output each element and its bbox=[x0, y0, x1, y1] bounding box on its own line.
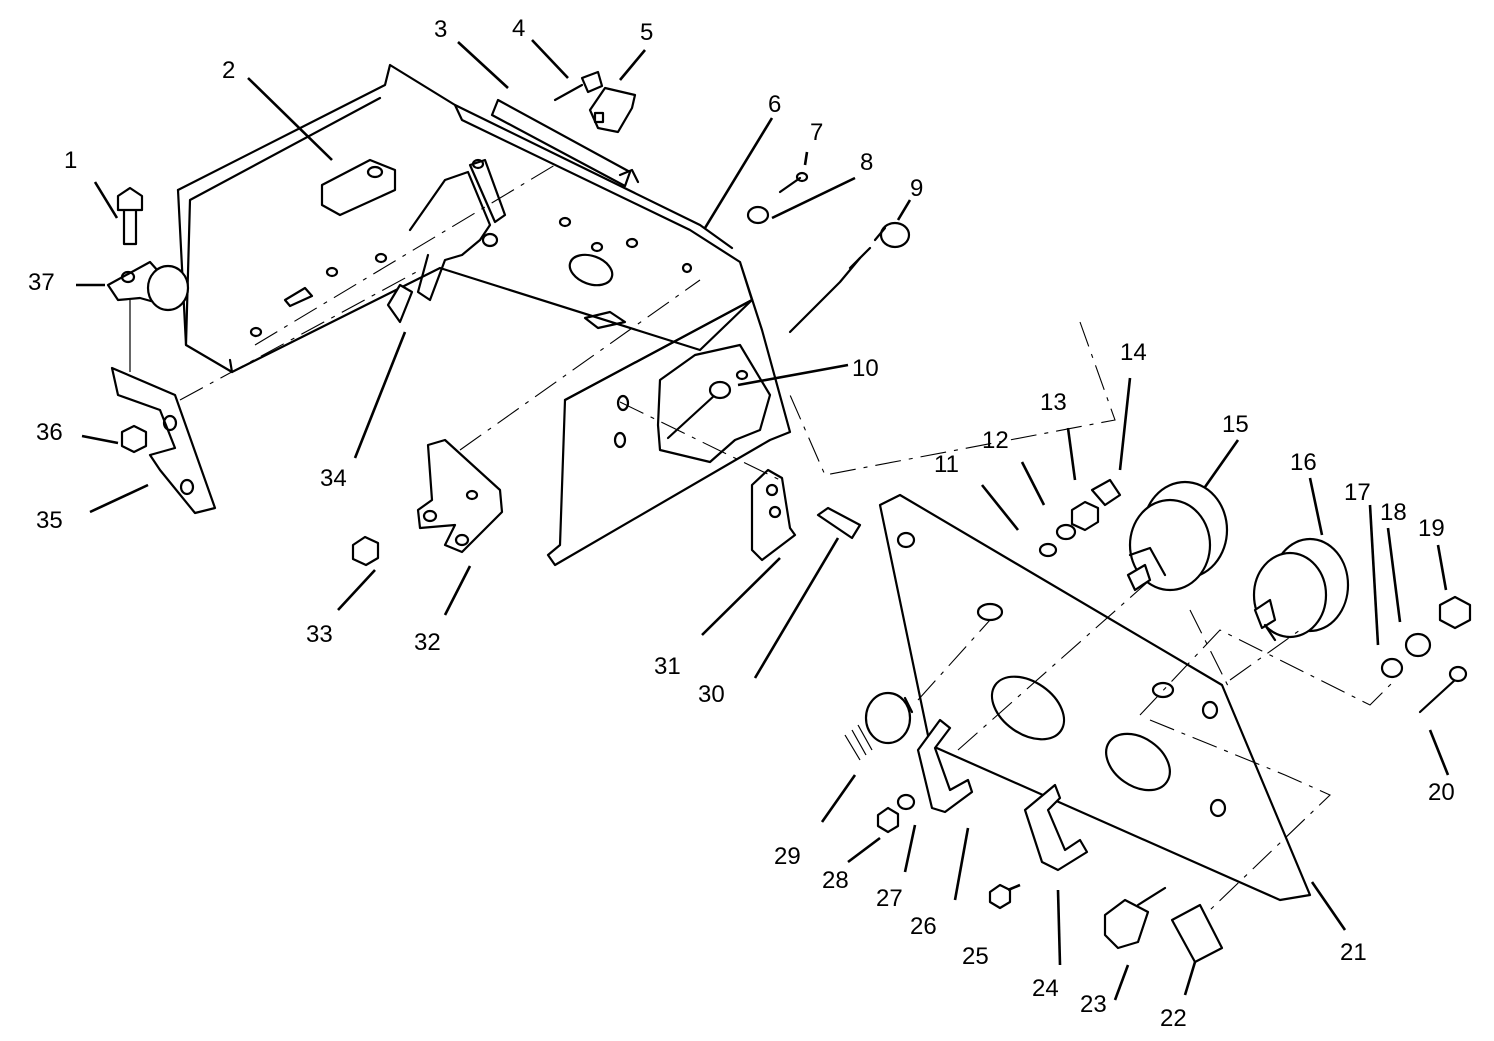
leader-lines bbox=[76, 39, 1450, 1001]
callout-12: 12 bbox=[982, 427, 1009, 454]
nut-part-33 bbox=[351, 535, 380, 567]
callout-8: 8 bbox=[860, 149, 873, 176]
callout-37: 37 bbox=[28, 269, 55, 296]
washer-part-27 bbox=[896, 793, 916, 811]
callout-27: 27 bbox=[876, 885, 903, 912]
alignment-lines bbox=[129, 161, 1396, 911]
callout-26: 26 bbox=[910, 913, 937, 940]
switch-part-23 bbox=[1103, 886, 1167, 950]
washer-part-17 bbox=[1380, 657, 1404, 679]
gauge-part-16 bbox=[1252, 537, 1350, 642]
bracket-part-26 bbox=[916, 718, 974, 814]
callout-11: 11 bbox=[934, 451, 959, 478]
callout-35: 35 bbox=[36, 507, 63, 534]
callout-10: 10 bbox=[852, 355, 879, 382]
callout-30: 30 bbox=[698, 681, 725, 708]
washer-part-11 bbox=[1038, 542, 1058, 558]
knob-part-5 bbox=[588, 86, 637, 134]
callout-1: 1 bbox=[64, 147, 77, 174]
knob-part-14 bbox=[1090, 478, 1122, 507]
clamp-part-37 bbox=[106, 260, 190, 312]
callout-29: 29 bbox=[774, 843, 801, 870]
callout-25: 25 bbox=[962, 943, 989, 970]
callout-4: 4 bbox=[512, 15, 525, 42]
connector-part-10 bbox=[666, 369, 749, 440]
bracket-part-24 bbox=[1023, 783, 1089, 872]
callout-14: 14 bbox=[1120, 339, 1147, 366]
bolt-part-20 bbox=[1418, 665, 1468, 714]
callout-7: 7 bbox=[810, 119, 823, 146]
callout-36: 36 bbox=[36, 419, 63, 446]
callout-2: 2 bbox=[222, 57, 235, 84]
clip-part-31 bbox=[750, 468, 797, 562]
callout-22: 22 bbox=[1160, 1005, 1187, 1032]
callout-3: 3 bbox=[434, 16, 447, 43]
indicator-part-22 bbox=[1170, 903, 1224, 964]
bolt-part-4 bbox=[553, 70, 604, 102]
callout-17: 17 bbox=[1344, 479, 1371, 506]
gauge-part-15 bbox=[1126, 480, 1229, 592]
washer-part-12 bbox=[1055, 523, 1077, 541]
callout-5: 5 bbox=[640, 19, 653, 46]
callout-9: 9 bbox=[910, 175, 923, 202]
callout-28: 28 bbox=[822, 867, 849, 894]
bracket-part-32 bbox=[416, 438, 504, 554]
callout-labels: 1 2 3 4 5 6 7 8 9 10 11 12 13 14 15 16 1… bbox=[28, 15, 1455, 1032]
cable-control-part-9 bbox=[788, 221, 911, 334]
rod-part-3 bbox=[490, 98, 640, 188]
nut-part-19 bbox=[1438, 595, 1472, 630]
callout-18: 18 bbox=[1380, 499, 1407, 526]
callout-24: 24 bbox=[1032, 975, 1059, 1002]
nut-part-25 bbox=[988, 883, 1012, 910]
callout-21: 21 bbox=[1340, 939, 1367, 966]
callout-23: 23 bbox=[1080, 991, 1107, 1018]
washer-part-18 bbox=[1404, 632, 1432, 658]
washer-part-8 bbox=[746, 205, 770, 225]
callout-13: 13 bbox=[1040, 389, 1067, 416]
pin-part-30 bbox=[816, 506, 862, 540]
nut-part-13 bbox=[1070, 500, 1100, 532]
bolt-part-1 bbox=[116, 186, 144, 246]
nut-part-28 bbox=[876, 806, 900, 834]
callout-31: 31 bbox=[654, 653, 681, 680]
panel-part-21 bbox=[878, 493, 1312, 902]
plate-part-35 bbox=[110, 366, 217, 515]
callout-16: 16 bbox=[1290, 449, 1317, 476]
plug-part-29 bbox=[844, 691, 914, 761]
callout-19: 19 bbox=[1418, 515, 1445, 542]
nut-part-36 bbox=[120, 424, 148, 454]
small-bracket-part-2 bbox=[320, 158, 397, 217]
callout-20: 20 bbox=[1428, 779, 1455, 806]
screw-part-7 bbox=[778, 171, 809, 194]
callout-15: 15 bbox=[1222, 411, 1249, 438]
callout-33: 33 bbox=[306, 621, 333, 648]
callout-34: 34 bbox=[320, 465, 347, 492]
callout-6: 6 bbox=[768, 91, 781, 118]
callout-32: 32 bbox=[414, 629, 441, 656]
linkage-rod bbox=[386, 158, 507, 324]
